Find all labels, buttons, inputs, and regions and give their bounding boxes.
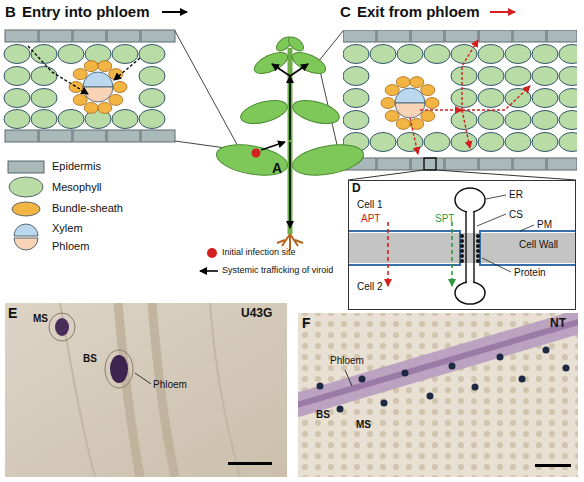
panel-text: ER: [509, 189, 523, 201]
panel-text: SPT: [435, 213, 454, 225]
panel-text: F: [302, 315, 311, 331]
micrograph-panel: F NT PhloemBS MS: [298, 313, 578, 477]
legend-swatch: [14, 238, 38, 250]
panel-text: APT: [361, 213, 380, 225]
panel-text: NT: [550, 317, 566, 331]
zoom-line: [175, 31, 240, 150]
panel-text: Phloem: [153, 379, 187, 391]
micrograph: [5, 303, 287, 477]
panel-text: MS: [356, 419, 371, 431]
panel-text: PM: [537, 219, 552, 231]
panel-text: Cell Wall: [519, 239, 558, 251]
leaf-section-exit: [343, 30, 584, 180]
panel-text: D: [352, 182, 361, 196]
panel-letter: C: [340, 3, 351, 20]
legend-swatch: [12, 202, 40, 216]
panel-title: Entry into phloem: [22, 3, 150, 20]
panel-title: Exit from phloem: [357, 3, 480, 20]
panel-box: D Cell 1 APT SPT ER CS PM Cell WallProteinCell …: [348, 180, 576, 310]
panel-text: MS: [33, 313, 48, 325]
panel-letter: B: [5, 3, 16, 20]
legend-swatch: [207, 248, 217, 258]
legend-swatch: [9, 177, 43, 197]
legend-swatch: [200, 270, 218, 272]
panel-text: CS: [509, 209, 523, 221]
panel-text: Cell 1: [357, 199, 383, 211]
legend-text: Xylem: [52, 222, 83, 235]
legend-text: Initial infection site: [222, 247, 296, 257]
legend-swatch: [14, 224, 38, 236]
legend-text: Mesophyll: [52, 181, 102, 194]
plasmodesma-illustration: [349, 188, 575, 304]
micrograph-panel: E U43G MS BS Phloem: [5, 303, 287, 477]
panel-text: BS: [316, 409, 330, 421]
panel-text: E: [8, 305, 17, 321]
legend-text: Phloem: [52, 240, 89, 253]
legend-text: Systemic trafficking of viroid: [222, 265, 344, 275]
panel-text: Cell 2: [357, 281, 383, 293]
leaf-section-entry: [4, 30, 175, 142]
legend-text: Epidermis: [52, 160, 101, 173]
panel-text: BS: [83, 353, 97, 365]
micrograph: [298, 313, 578, 477]
title-arrow: [490, 11, 515, 13]
panel-text: U43G: [241, 307, 272, 321]
title-arrow: [162, 11, 187, 13]
legend-text: Bundle-sheath: [52, 202, 123, 215]
panel-letter: A: [272, 160, 282, 176]
legend-swatch: [8, 161, 44, 173]
panel-text: Protein: [514, 267, 546, 279]
panel-text: Phloem: [330, 355, 364, 367]
plant-illustration: [214, 34, 366, 250]
